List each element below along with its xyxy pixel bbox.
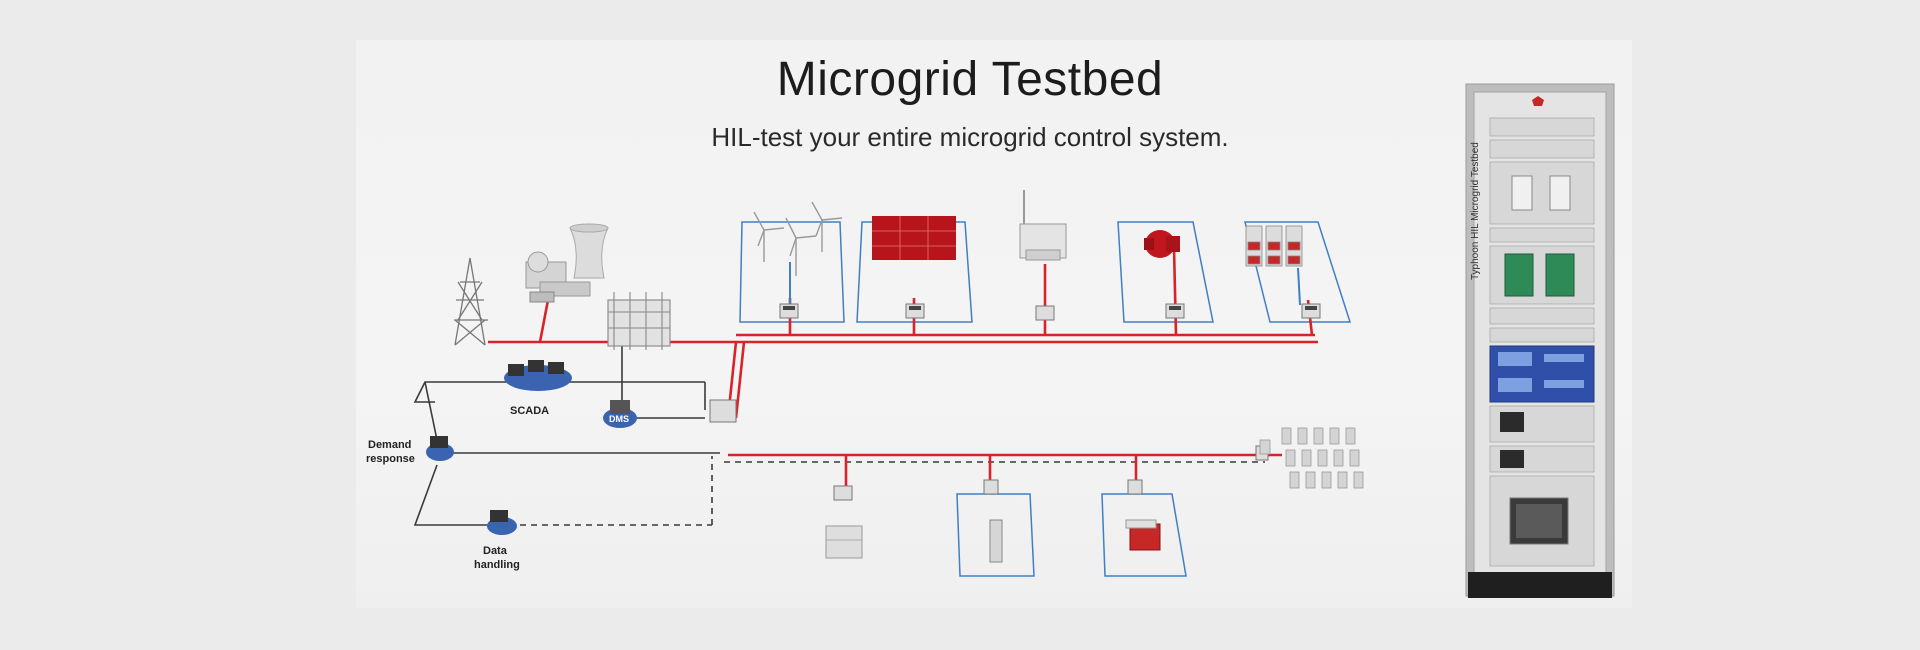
demand-response-label-2: response [366, 453, 415, 465]
dms-node [603, 400, 637, 428]
zone-battery [1244, 221, 1352, 323]
page-subtitle: HIL-test your entire microgrid control s… [711, 122, 1229, 152]
power-plant-icon [525, 223, 609, 303]
diagram-panel [356, 40, 1632, 608]
comm-lines [413, 318, 720, 526]
relay-feeder-3 [1127, 479, 1143, 495]
page-title: Microgrid Testbed [776, 53, 1164, 106]
data-handling-node [487, 510, 517, 535]
typhoon-logo-icon [1532, 96, 1544, 106]
scada-label: SCADA [510, 405, 549, 417]
hil-cabinet: Typhoon HIL Microgrid Testbed [1465, 83, 1615, 598]
relay-main [709, 399, 737, 423]
dms-label: DMS [609, 414, 629, 424]
data-handling-label-2: handling [474, 559, 520, 571]
battery-storage-icon [1245, 225, 1303, 267]
relay-meter [1035, 305, 1055, 321]
ev-charger-icon [989, 519, 1003, 563]
zone-ev-charger [956, 493, 1035, 577]
generator-icon [1144, 230, 1180, 258]
relay-feeder-2 [983, 479, 999, 495]
relay-feeder-1 [833, 485, 853, 501]
cabinet-label: Typhoon HIL Microgrid Testbed [1470, 142, 1481, 280]
home-storage-icon [1125, 519, 1161, 551]
demand-response-label-1: Demand [368, 439, 411, 451]
data-handling-label-1: Data [483, 545, 508, 557]
meter-device-icon [1019, 190, 1067, 261]
zone-home-storage [1101, 493, 1187, 577]
zone-wind [739, 221, 845, 323]
demand-response-node [426, 436, 454, 461]
zone-generator [1117, 221, 1214, 323]
industrial-load-icon [825, 525, 863, 559]
power-lines [488, 247, 1318, 490]
transmission-tower-icon [454, 257, 488, 346]
scada-node [504, 360, 572, 391]
wind-turbine-icon [753, 201, 843, 276]
relay-icons [709, 303, 1321, 501]
residential-loads-icon [1259, 427, 1364, 489]
substation-icon [607, 292, 671, 350]
solar-panel-icon [872, 216, 956, 260]
